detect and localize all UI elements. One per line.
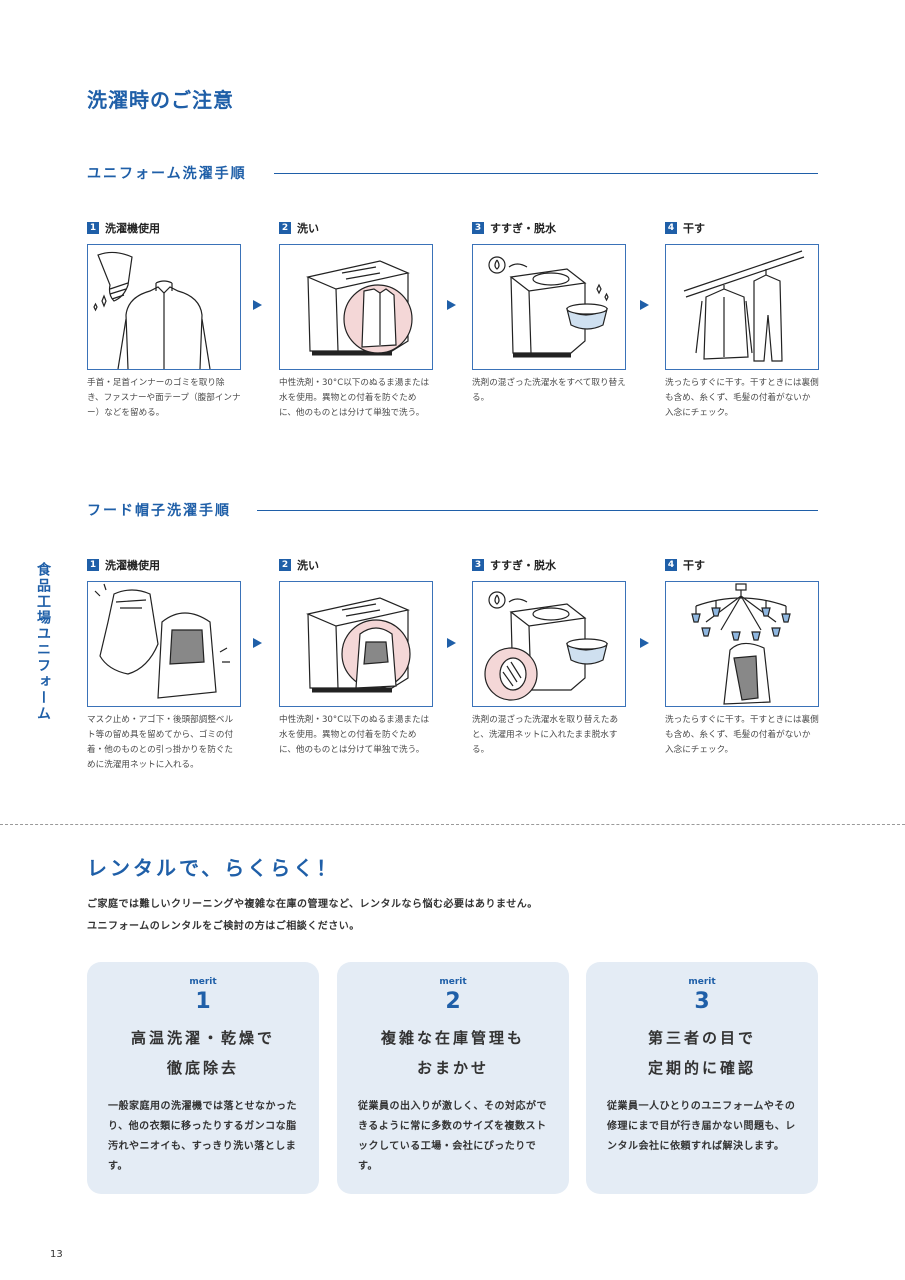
section-divider: [257, 510, 818, 511]
rinse-net-illustration: [472, 581, 626, 707]
rental-intro-line-2: ユニフォームのレンタルをご検討の方はご相談ください。: [87, 921, 360, 932]
step-title: すすぎ・脱水: [490, 559, 556, 572]
page-title: 洗濯時のご注意: [87, 88, 234, 112]
step-number: 2: [279, 222, 291, 234]
step-description: マスク止め・アゴ下・後頭部調整ベルト等の留め具を留めてから、ゴミの付着・他のもの…: [87, 715, 234, 770]
rinse-illustration: [472, 244, 626, 370]
hood-step-3: 3 すすぎ・脱水 洗剤の混ざった洗濯水を取り替えたあと、洗濯用ネットに入れたまま脱…: [472, 557, 626, 758]
hood-step-1: 1 洗濯機使用 マスク止め・アゴ下・後頭部調整ベルト等の留め具を留めてから、ゴミの…: [87, 557, 241, 773]
next-arrow-icon: [447, 300, 456, 310]
merit-title-line-2: 徹底除去: [166, 1059, 239, 1077]
merit-description: 従業員の出入りが激しく、その対応ができるように常に多数のサイズを複数ストックして…: [358, 1101, 547, 1172]
merit-title-line-2: 定期的に確認: [647, 1059, 756, 1077]
step-number: 3: [472, 559, 484, 571]
merit-label: merit: [439, 977, 467, 987]
next-arrow-icon: [640, 638, 649, 648]
step-number: 1: [87, 559, 99, 571]
uniform-step-4: 4 干す 洗ったらすぐに干す。干すときには裏側も含め、糸くず、毛髪の付着がないか入…: [665, 220, 819, 421]
step-description: 中性洗剤・30°C以下のぬるま湯または水を使用。異物との付着を防ぐために、他のも…: [279, 378, 430, 418]
step-title: 洗い: [297, 222, 319, 235]
step-title: 干す: [683, 559, 705, 572]
side-label: 食品工場ユニフォーム: [35, 562, 51, 722]
step-title: すすぎ・脱水: [490, 222, 556, 235]
dashed-divider: [0, 824, 905, 825]
uniform-step-3: 3 すすぎ・脱水 洗剤の混ざった洗濯水をすべて取り替える。: [472, 220, 626, 406]
step-description: 手首・足首インナーのゴミを取り除き、ファスナーや面テープ（腹部インナー）などを留…: [87, 378, 241, 418]
hood-illustration: [87, 581, 241, 707]
step-description: 洗剤の混ざった洗濯水を取り替えたあと、洗濯用ネットに入れたまま脱水する。: [472, 715, 619, 755]
merit-card-2: merit 2 複雑な在庫管理もおまかせ 従業員の出入りが激しく、その対応ができ…: [337, 962, 569, 1194]
step-title: 洗濯機使用: [105, 559, 160, 572]
step-number: 3: [472, 222, 484, 234]
step-title: 洗い: [297, 559, 319, 572]
step-title: 洗濯機使用: [105, 222, 160, 235]
jacket-illustration: [87, 244, 241, 370]
merit-description: 従業員一人ひとりのユニフォームやその修理にまで目が行き届かない問題も、レンタル会…: [607, 1101, 796, 1152]
page-number: 13: [50, 1249, 63, 1260]
step-description: 洗ったらすぐに干す。干すときには裏側も含め、糸くず、毛髪の付着がないか入念にチェ…: [665, 378, 819, 418]
uniform-step-2: 2 洗い 中性洗剤・30°C以下のぬるま湯または水を使用。異物との付着を防ぐために…: [279, 220, 433, 421]
washing-machine-illustration: [279, 581, 433, 707]
uniform-step-1: 1 洗濯機使用 手首・足首インナーのゴミを取り除き、ファスナーや面テープ（腹部イン…: [87, 220, 241, 421]
merit-title-line-1: 第三者の目で: [647, 1029, 756, 1047]
uniform-section-title: ユニフォーム洗濯手順: [87, 166, 247, 182]
next-arrow-icon: [253, 638, 262, 648]
merit-title-line-1: 複雑な在庫管理も: [380, 1029, 525, 1047]
section-divider: [274, 173, 818, 174]
merit-label: merit: [189, 977, 217, 987]
hanger-dry-illustration: [665, 581, 819, 707]
merit-number: 2: [445, 989, 461, 1014]
hood-section-title: フード帽子洗濯手順: [87, 503, 231, 519]
merit-card-1: merit 1 高温洗濯・乾燥で徹底除去 一般家庭用の洗濯機では落とせなかったり…: [87, 962, 319, 1194]
washing-machine-illustration: [279, 244, 433, 370]
rental-intro-line-1: ご家庭では難しいクリーニングや複雑な在庫の管理など、レンタルなら悩む必要はありま…: [87, 899, 538, 910]
merit-number: 1: [195, 989, 211, 1014]
next-arrow-icon: [447, 638, 456, 648]
merit-label: merit: [688, 977, 716, 987]
hood-step-2: 2 洗い 中性洗剤・30°C以下のぬるま湯または水を使用。異物との付着を防ぐために…: [279, 557, 433, 758]
merit-number: 3: [694, 989, 710, 1014]
step-description: 中性洗剤・30°C以下のぬるま湯または水を使用。異物との付着を防ぐために、他のも…: [279, 715, 430, 755]
rental-title: レンタルで、らくらく！: [87, 856, 340, 880]
step-number: 4: [665, 559, 677, 571]
step-description: 洗ったらすぐに干す。干すときには裏側も含め、糸くず、毛髪の付着がないか入念にチェ…: [665, 715, 819, 755]
merit-title-line-2: おまかせ: [416, 1059, 489, 1077]
next-arrow-icon: [640, 300, 649, 310]
step-description: 洗剤の混ざった洗濯水をすべて取り替える。: [472, 378, 626, 403]
step-number: 1: [87, 222, 99, 234]
next-arrow-icon: [253, 300, 262, 310]
merit-description: 一般家庭用の洗濯機では落とせなかったり、他の衣類に移ったりするガンコな脂汚れやニ…: [108, 1101, 297, 1172]
step-title: 干す: [683, 222, 705, 235]
merit-card-3: merit 3 第三者の目で定期的に確認 従業員一人ひとりのユニフォームやその修…: [586, 962, 818, 1194]
step-number: 2: [279, 559, 291, 571]
hood-step-4: 4 干す 洗ったらすぐに干す。干すときには裏側も含め、糸くず、毛髪の付着がないか入…: [665, 557, 819, 758]
merit-title-line-1: 高温洗濯・乾燥で: [130, 1029, 275, 1047]
step-number: 4: [665, 222, 677, 234]
hanging-dry-illustration: [665, 244, 819, 370]
